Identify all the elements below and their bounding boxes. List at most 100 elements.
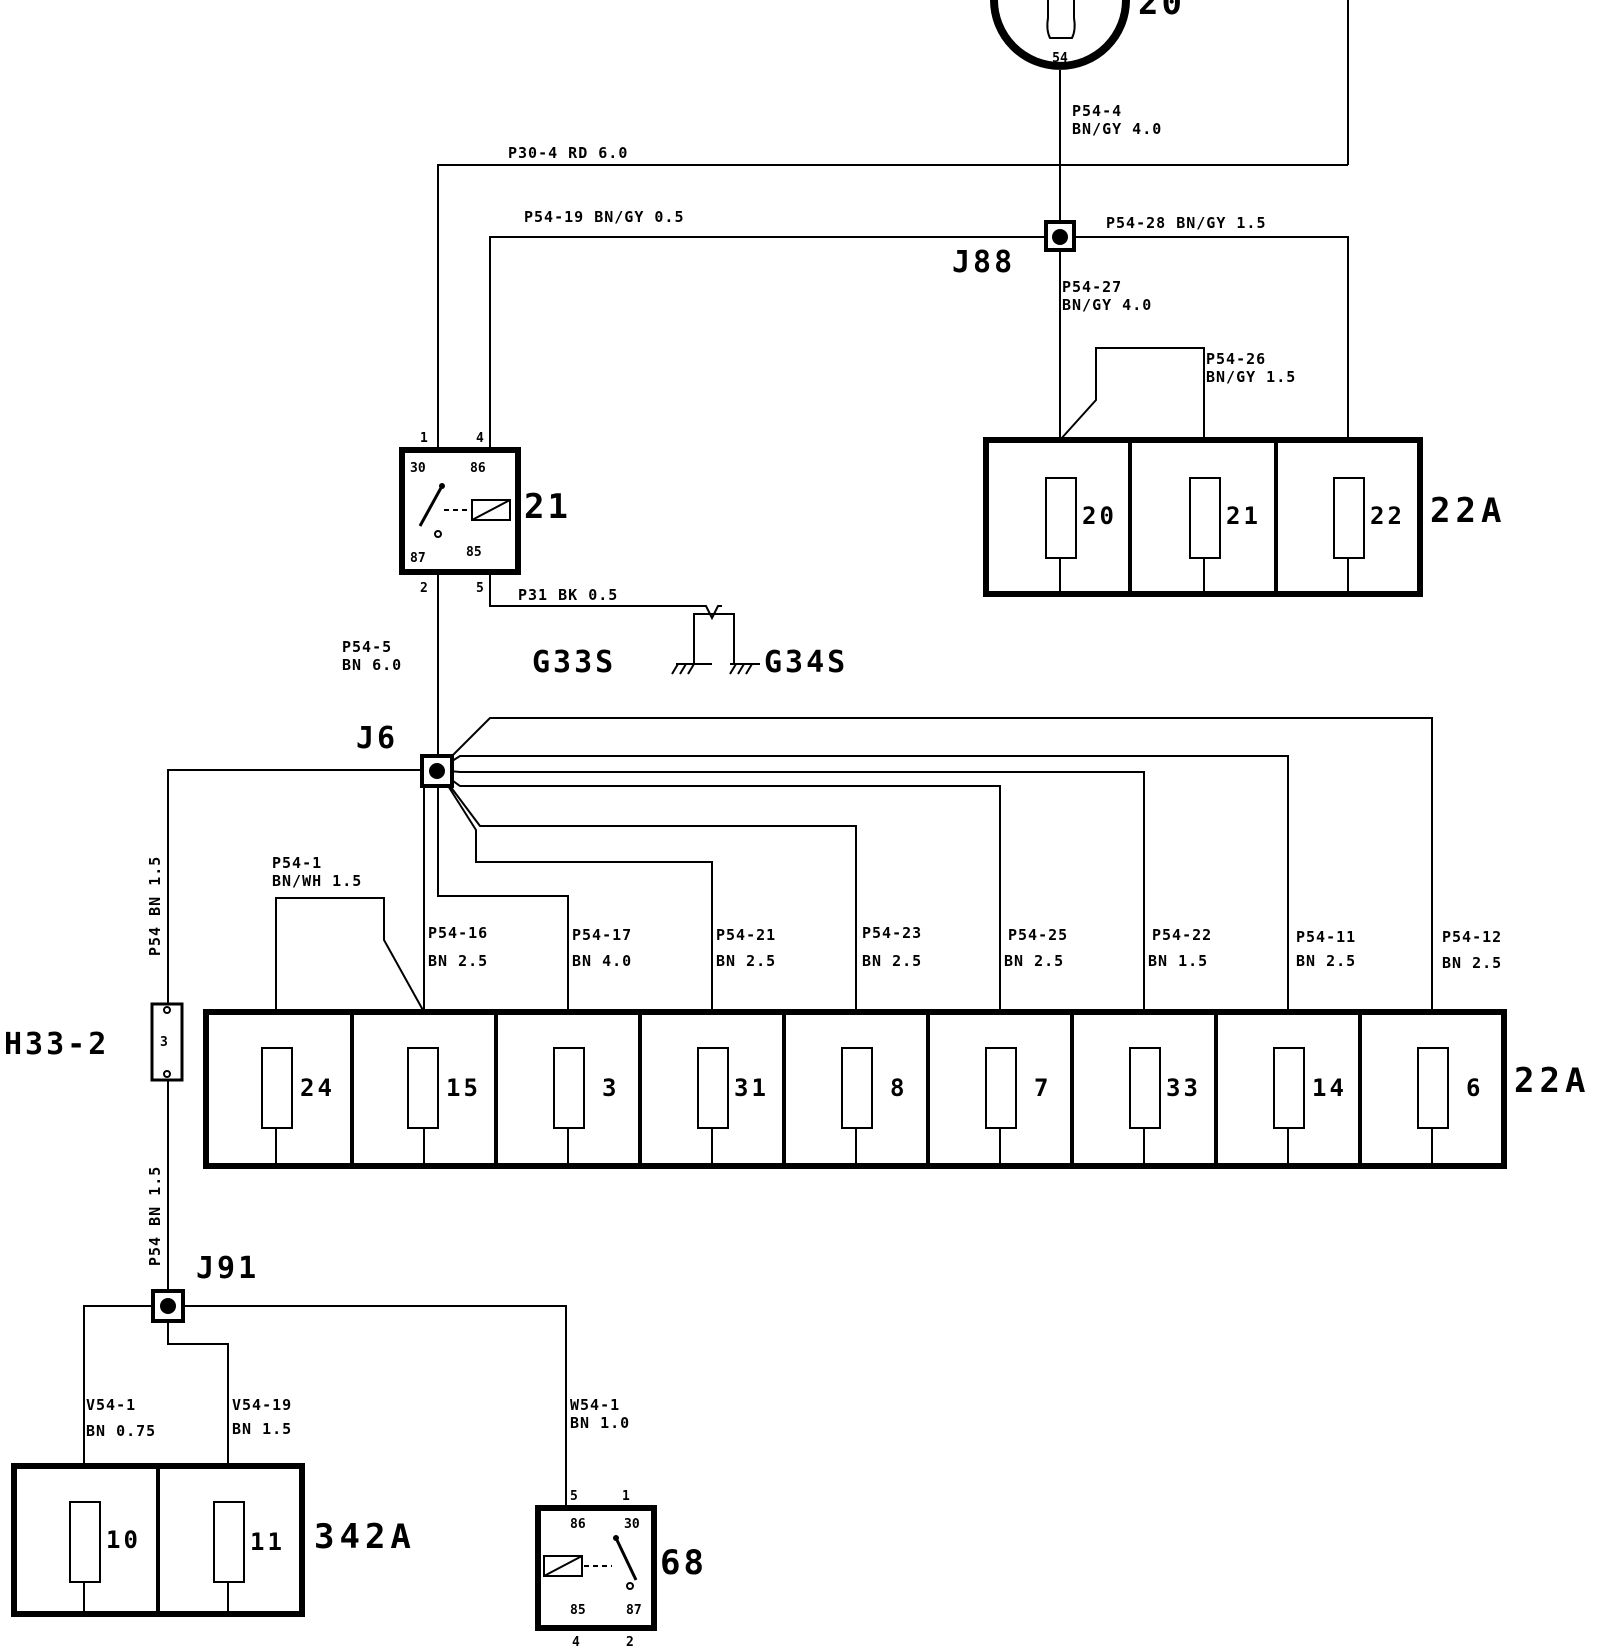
wire-p30-4-label: P30-4 RD 6.0 — [508, 144, 628, 162]
fuse-box-main-label: 22A — [1514, 1061, 1590, 1101]
wire-p54-19-label: P54-19 BN/GY 0.5 — [524, 208, 685, 226]
wire-w54-1-spec: BN 1.0 — [570, 1414, 630, 1432]
ground-g33s: G33S — [532, 645, 616, 680]
component-20: 54 20 — [990, 0, 1185, 70]
junction-j88-label: J88 — [952, 245, 1015, 280]
wire-p54-25-code: P54-25 — [1008, 926, 1068, 944]
wire-v54-19-code: V54-19 — [232, 1396, 292, 1414]
wire-p54-25-spec: BN 2.5 — [1004, 952, 1064, 970]
wire-p54-16-code: P54-16 — [428, 924, 488, 942]
connector-h33-2-label: H33-2 — [4, 1027, 109, 1062]
wire-p54-27-code: P54-27 — [1062, 278, 1122, 296]
fuse-22: 22 — [1370, 502, 1405, 530]
fuse-box-lower-label: 342A — [314, 1517, 416, 1557]
wire-p54-5-code: P54-5 — [342, 638, 392, 656]
wire-p54-17-spec: BN 4.0 — [572, 952, 632, 970]
relay-68-term-30: 30 — [624, 1517, 640, 1532]
wire-p54-27-spec: BN/GY 4.0 — [1062, 296, 1152, 314]
fuse-box-upper-label: 22A — [1430, 491, 1506, 531]
connector-h33-2: 3 H33-2 — [4, 1002, 184, 1306]
wire-p54-26-spec: BN/GY 1.5 — [1206, 368, 1296, 386]
relay-68-term-85: 85 — [570, 1603, 586, 1618]
bus-wire-labels: P54-1 BN/WH 1.5 P54-16 BN 2.5 P54-17 BN … — [146, 854, 1502, 1266]
wire-p54-23-spec: BN 2.5 — [862, 952, 922, 970]
wire-p54-4-spec: BN/GY 4.0 — [1072, 120, 1162, 138]
wire-p54-22-spec: BN 1.5 — [1148, 952, 1208, 970]
wire-p54-1-spec: BN/WH 1.5 — [272, 872, 362, 890]
component-20-id: 20 — [1138, 0, 1185, 23]
junction-j6-label: J6 — [356, 721, 398, 756]
relay-21-pin-5: 5 — [476, 581, 484, 596]
junction-j91: J91 — [151, 1251, 259, 1323]
relay-21-term-86: 86 — [470, 461, 486, 476]
wire-p54-5-spec: BN 6.0 — [342, 656, 402, 674]
component-20-pin: 54 — [1052, 51, 1068, 66]
fuse-7: 7 — [1034, 1074, 1051, 1102]
relay-68-term-87: 87 — [626, 1603, 642, 1618]
fuse-box-main: 24 15 3 31 8 7 33 14 6 22A — [203, 1009, 1590, 1169]
fuse-24: 24 — [300, 1074, 335, 1102]
fuse-31: 31 — [734, 1074, 769, 1102]
bus-wiring — [167, 717, 1433, 1013]
relay-21: 1 4 2 5 30 86 87 85 21 — [399, 431, 571, 596]
relay-21-pin-1: 1 — [420, 431, 428, 446]
relay-21-term-85: 85 — [466, 545, 482, 560]
upper-wire-labels: P54-4 BN/GY 4.0 P30-4 RD 6.0 P54-19 BN/G… — [342, 102, 1296, 674]
wire-p54-bn-lower: P54 BN 1.5 — [146, 1166, 164, 1266]
wire-p54-1-code: P54-1 — [272, 854, 322, 872]
wire-p54-11-code: P54-11 — [1296, 928, 1356, 946]
wire-p54-4-code: P54-4 — [1072, 102, 1122, 120]
junction-j6: J6 — [356, 721, 454, 788]
wire-p54-11-spec: BN 2.5 — [1296, 952, 1356, 970]
relay-68-pin-4: 4 — [572, 1635, 580, 1648]
wire-v54-19-spec: BN 1.5 — [232, 1420, 292, 1438]
wire-w54-1-code: W54-1 — [570, 1396, 620, 1414]
wire-p54-12-spec: BN 2.5 — [1442, 954, 1502, 972]
relay-68-pin-2: 2 — [626, 1635, 634, 1648]
wire-p54-16-spec: BN 2.5 — [428, 952, 488, 970]
fuse-21: 21 — [1226, 502, 1261, 530]
relay-68-pin-5: 5 — [570, 1489, 578, 1504]
lower-wire-labels: V54-1 BN 0.75 V54-19 BN 1.5 W54-1 BN 1.0 — [86, 1396, 630, 1440]
fuse-8: 8 — [890, 1074, 907, 1102]
lower-wiring — [83, 1305, 567, 1508]
fuse-10: 10 — [106, 1526, 141, 1554]
wire-p31-label: P31 BK 0.5 — [518, 586, 618, 604]
relay-21-term-30: 30 — [410, 461, 426, 476]
wire-p54-21-spec: BN 2.5 — [716, 952, 776, 970]
wire-p54-22-code: P54-22 — [1152, 926, 1212, 944]
connector-h33-2-pin: 3 — [160, 1035, 168, 1050]
fuse-15: 15 — [446, 1074, 481, 1102]
wire-v54-1-code: V54-1 — [86, 1396, 136, 1414]
upper-wiring — [437, 0, 1349, 770]
fuse-box-lower: 10 11 342A — [11, 1463, 416, 1617]
wire-v54-1-spec: BN 0.75 — [86, 1422, 156, 1440]
relay-68-id: 68 — [660, 1543, 707, 1583]
junction-j88: J88 — [952, 220, 1076, 280]
relay-68: 5 1 4 2 86 30 85 87 68 — [535, 1489, 707, 1648]
wire-p54-23-code: P54-23 — [862, 924, 922, 942]
relay-68-pin-1: 1 — [622, 1489, 630, 1504]
junction-j91-label: J91 — [196, 1251, 259, 1286]
ground-g34s: G34S — [764, 645, 848, 680]
wire-p54-21-code: P54-21 — [716, 926, 776, 944]
fuse-14: 14 — [1312, 1074, 1347, 1102]
wire-p54-28-label: P54-28 BN/GY 1.5 — [1106, 214, 1267, 232]
relay-68-term-86: 86 — [570, 1517, 586, 1532]
fuse-20: 20 — [1082, 502, 1117, 530]
fuse-box-upper: 20 21 22 22A — [983, 437, 1506, 597]
relay-21-id: 21 — [524, 487, 571, 527]
relay-21-term-87: 87 — [410, 551, 426, 566]
wire-p54-17-code: P54-17 — [572, 926, 632, 944]
fuse-3: 3 — [602, 1074, 619, 1102]
fuse-6: 6 — [1466, 1074, 1483, 1102]
wire-p54-bn-upper: P54 BN 1.5 — [146, 856, 164, 956]
ground-symbols: G33S G34S — [532, 613, 848, 680]
relay-21-pin-2: 2 — [420, 581, 428, 596]
fuse-33: 33 — [1166, 1074, 1201, 1102]
fuse-11: 11 — [250, 1528, 285, 1556]
wire-p54-12-code: P54-12 — [1442, 928, 1502, 946]
wire-p54-26-code: P54-26 — [1206, 350, 1266, 368]
relay-21-pin-4: 4 — [476, 431, 484, 446]
